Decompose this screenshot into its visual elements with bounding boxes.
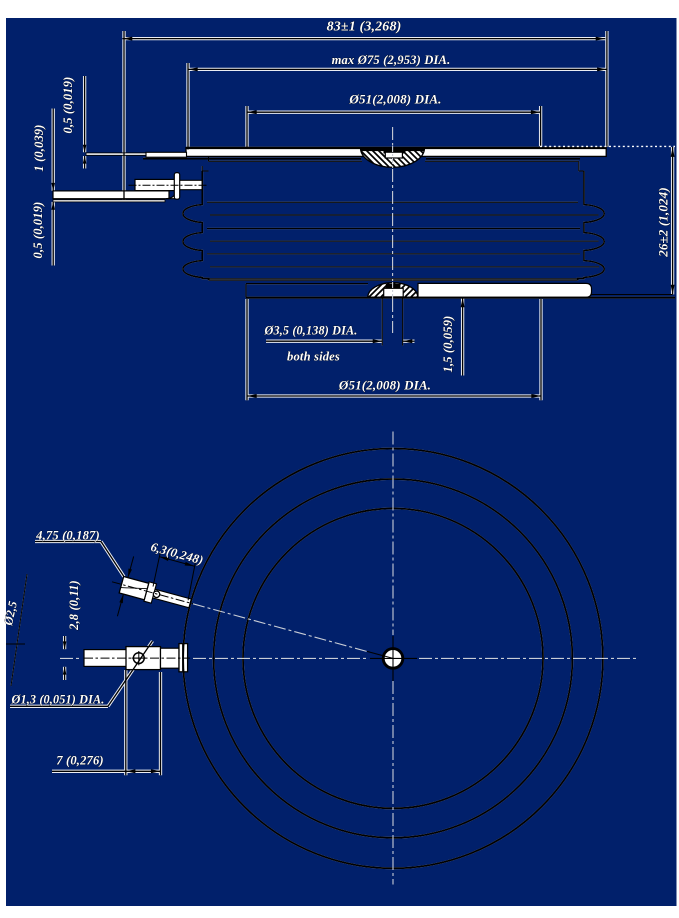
svg-text:7 (0,276): 7 (0,276) — [56, 754, 104, 768]
svg-text:Ø1,3 (0,051) DIA.: Ø1,3 (0,051) DIA. — [11, 693, 105, 707]
svg-text:0,5 (0,019): 0,5 (0,019) — [31, 202, 45, 259]
svg-text:Ø51(2,008) DIA.: Ø51(2,008) DIA. — [348, 92, 441, 107]
svg-text:26±2 (1,024): 26±2 (1,024) — [656, 187, 671, 258]
svg-text:4,75 (0,187): 4,75 (0,187) — [35, 529, 100, 543]
svg-text:0,5 (0,019): 0,5 (0,019) — [61, 77, 75, 134]
svg-text:1 (0,039): 1 (0,039) — [32, 124, 46, 171]
svg-text:Ø3,5 (0,138) DIA.: Ø3,5 (0,138) DIA. — [264, 324, 358, 338]
svg-text:max Ø75 (2,953) DIA.: max Ø75 (2,953) DIA. — [332, 53, 451, 67]
svg-text:83±1 (3,268): 83±1 (3,268) — [327, 20, 402, 35]
svg-text:1,5 (0,059): 1,5 (0,059) — [441, 316, 455, 373]
svg-text:Ø2,5: Ø2,5 — [1, 600, 20, 628]
svg-text:both sides: both sides — [287, 350, 340, 364]
svg-text:2,8 (0,11): 2,8 (0,11) — [67, 580, 81, 631]
svg-text:Ø51(2,008) DIA.: Ø51(2,008) DIA. — [338, 378, 431, 393]
